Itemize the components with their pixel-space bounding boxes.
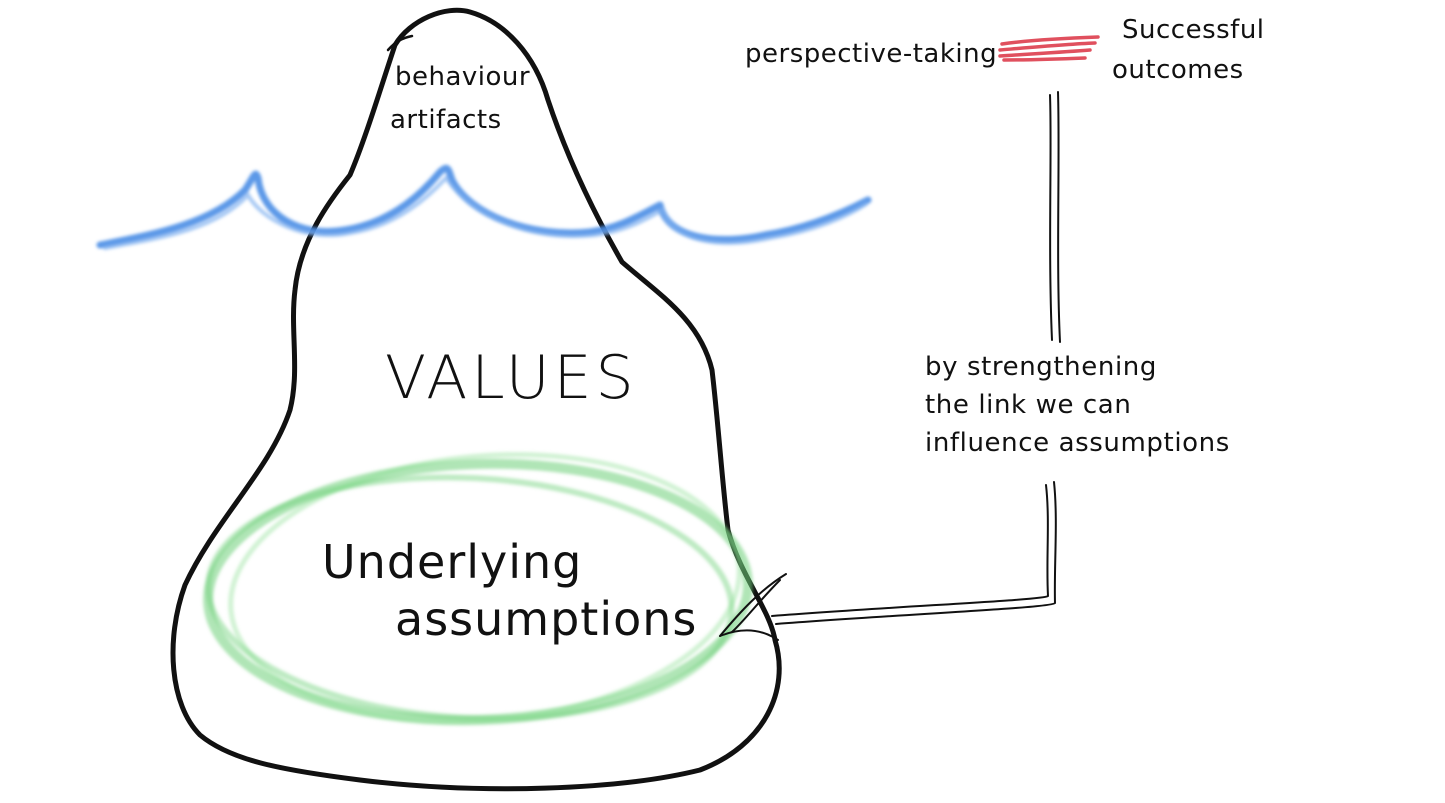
iceberg-outline [170, 7, 782, 792]
water-line [96, 164, 872, 250]
note-line-2: the link we can [925, 390, 1131, 420]
red-link-marks [998, 35, 1100, 62]
note-line-1: by strengthening [925, 352, 1157, 382]
label-behaviour: behaviour [395, 62, 530, 92]
label-values: VALUES [385, 343, 638, 413]
label-underlying: Underlying [322, 535, 582, 589]
label-successful: Successful [1122, 15, 1265, 45]
note-line-3: influence assumptions [925, 428, 1230, 458]
connector-arrow [719, 91, 1061, 641]
label-perspective-taking: perspective-taking [745, 39, 997, 69]
assumptions-highlight-ellipse [203, 452, 753, 726]
label-artifacts: artifacts [390, 105, 502, 135]
label-outcomes: outcomes [1112, 55, 1244, 85]
label-assumptions: assumptions [395, 592, 697, 646]
